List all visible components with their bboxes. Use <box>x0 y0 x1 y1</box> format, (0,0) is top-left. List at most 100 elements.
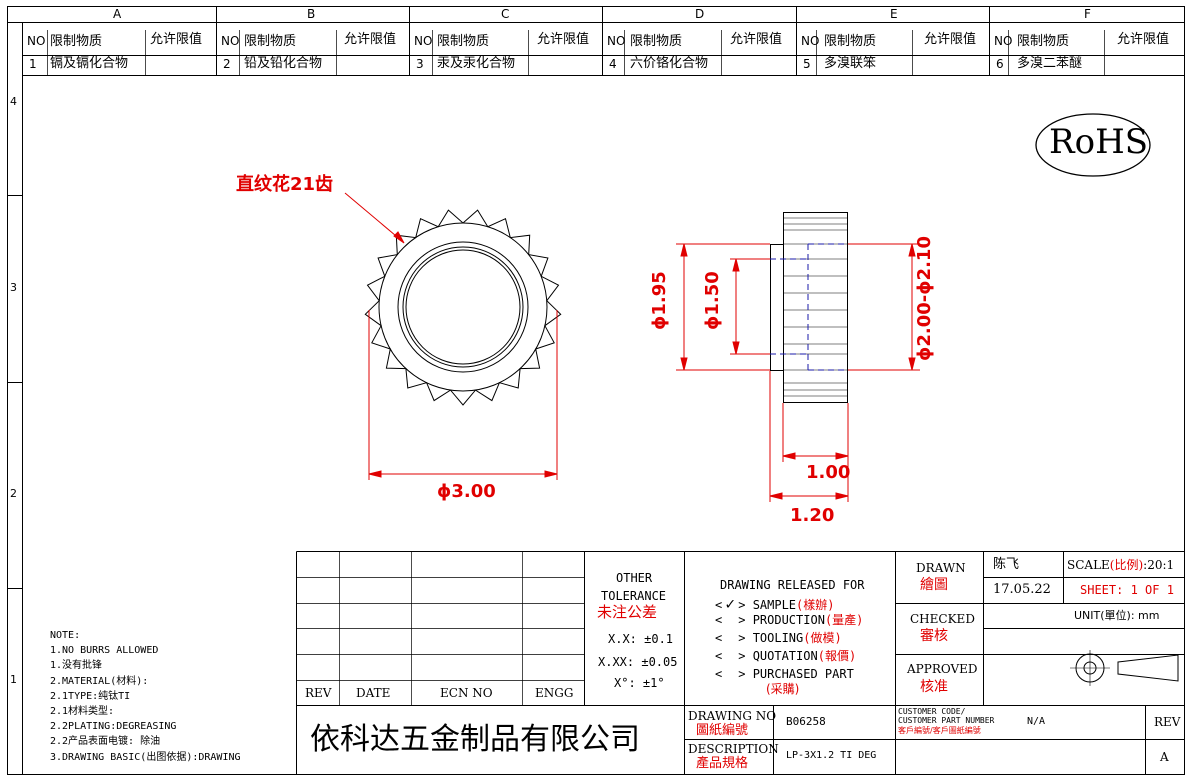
description-value: LP-3X1.2 TI DEG <box>786 750 877 761</box>
drawn-date: 17.05.22 <box>993 582 1051 597</box>
header-substance: 限制物质 <box>437 34 490 49</box>
scale-label: SCALE(比例):20:1 <box>1067 559 1174 571</box>
substance-no: 6 <box>996 57 1004 71</box>
scale-text: SCALE <box>1067 558 1110 572</box>
release-label-cn: (量產) <box>824 613 864 627</box>
sheet-value: 1 OF 1 <box>1130 583 1174 597</box>
unit-label: UNIT(單位): mm <box>1074 609 1160 622</box>
substance-no: 3 <box>416 57 424 71</box>
substance-name: 六价铬化合物 <box>630 56 709 71</box>
zone-letter: F <box>1084 7 1091 21</box>
side-view <box>770 212 848 403</box>
header-no: NO <box>607 34 626 48</box>
rev-value: A <box>1160 750 1169 764</box>
release-label: SAMPLE <box>752 598 797 612</box>
description-label: DESCRIPTION <box>688 742 779 756</box>
release-item: <✓> SAMPLE(樣辦) <box>715 596 835 612</box>
release-label-cn: (做模) <box>803 631 842 645</box>
checked-label: CHECKED <box>910 612 975 626</box>
dim-width-1-20: 1.20 <box>790 505 835 526</box>
note-line: 2.MATERIAL(材料): <box>50 675 149 687</box>
note-line: 2.1TYPE:纯钛TI <box>50 690 131 702</box>
release-mark: < <box>715 613 723 627</box>
note-line: 2.2PLATING:DEGREASING <box>50 721 177 733</box>
dim-diameter-2-00-2-10: ϕ2.00-ϕ2.10 <box>914 236 935 361</box>
notes-title: NOTE: <box>50 630 81 641</box>
substance-name: 汞及汞化合物 <box>437 56 516 71</box>
zone-letter: E <box>890 7 898 21</box>
approved-label: APPROVED <box>907 662 978 676</box>
dim-outer-diameter: ϕ3.00 <box>437 481 496 502</box>
release-item: < > PRODUCTION(量產) <box>715 614 863 626</box>
substance-name: 多溴二苯醚 <box>1017 56 1083 71</box>
header-limit: 允许限值 <box>924 32 977 47</box>
release-item: <> TOOLING(做模) <box>715 632 842 644</box>
knurl-front-view <box>364 209 562 406</box>
release-mark: < <box>715 631 723 645</box>
zone-letter: C <box>501 7 510 21</box>
approved-label-cn: 核准 <box>920 679 948 695</box>
engg-header: ENGG <box>535 686 574 700</box>
customer-label-cn: 客戶編號/客戶圖紙編號 <box>898 726 981 735</box>
description-label-cn: 產品規格 <box>696 756 749 771</box>
header-no: NO <box>801 34 820 48</box>
header-substance: 限制物质 <box>50 34 103 49</box>
release-mark: < <box>715 649 723 663</box>
header-substance: 限制物质 <box>824 34 877 49</box>
release-title: DRAWING RELEASED FOR <box>720 578 865 592</box>
release-label-cn: (樣辦) <box>796 598 835 612</box>
header-limit: 允许限值 <box>730 32 783 47</box>
ecn-header: ECN NO <box>440 686 493 700</box>
release-arrow: > <box>738 613 753 627</box>
substance-no: 2 <box>223 57 231 71</box>
header-limit: 允许限值 <box>537 32 590 47</box>
release-arrow: > <box>738 667 753 681</box>
row-number: 1 <box>10 673 17 686</box>
release-item: <> QUOTATION(報價) <box>715 650 856 662</box>
scale-value: :20:1 <box>1143 558 1175 572</box>
substance-name: 多溴联笨 <box>824 56 877 71</box>
release-label-cn: (報價) <box>817 649 857 663</box>
zone-letter: D <box>695 7 705 21</box>
tolerance-xxx: X.XX: ±0.05 <box>598 655 678 669</box>
zone-letter: A <box>113 7 122 21</box>
hidden-lines <box>770 243 848 371</box>
note-line: 1.没有批锋 <box>50 660 103 672</box>
dim-diameter-1-95: ϕ1.95 <box>649 271 670 330</box>
header-no: NO <box>994 34 1013 48</box>
header-limit: 允许限值 <box>344 32 397 47</box>
header-substance: 限制物质 <box>1017 34 1070 49</box>
rohs-mark: RoHS <box>1049 122 1149 162</box>
release-arrow: > <box>738 598 753 612</box>
release-arrow: > <box>738 631 753 645</box>
note-line: 2.1材料类型: <box>50 706 115 718</box>
drawn-by: 陈飞 <box>993 557 1020 572</box>
substance-no: 5 <box>803 57 811 71</box>
header-limit: 允许限值 <box>1117 32 1170 47</box>
date-header: DATE <box>356 686 391 700</box>
company-name: 依科达五金制品有限公司 <box>310 722 640 757</box>
sheet-text: SHEET: <box>1080 583 1124 597</box>
release-label-cn: (采購) <box>766 682 800 696</box>
header-no: NO <box>414 34 433 48</box>
substance-name: 镉及镉化合物 <box>50 56 129 71</box>
row-number: 2 <box>10 487 17 500</box>
drawing-no-label: DRAWING NO <box>688 709 777 723</box>
scale-text-cn: (比例) <box>1109 558 1144 572</box>
drawn-label: DRAWN <box>916 561 966 575</box>
dim-diameter-1-50: ϕ1.50 <box>702 271 723 330</box>
release-check-icon: ✓ <box>725 594 736 613</box>
substance-name: 铅及铅化合物 <box>244 56 323 71</box>
release-mark: < <box>715 598 723 612</box>
release-arrow: > <box>738 649 753 663</box>
header-substance: 限制物质 <box>630 34 683 49</box>
release-label: PRODUCTION <box>752 613 825 627</box>
rev-label: REV <box>1154 715 1181 729</box>
row-number: 4 <box>10 95 17 108</box>
tolerance-angle: X°: ±1° <box>614 676 665 690</box>
zone-letter: B <box>307 7 316 21</box>
release-mark: < <box>715 667 723 681</box>
rev-header: REV <box>305 686 332 700</box>
projection-symbol <box>1070 650 1179 686</box>
header-no: NO <box>221 34 240 48</box>
